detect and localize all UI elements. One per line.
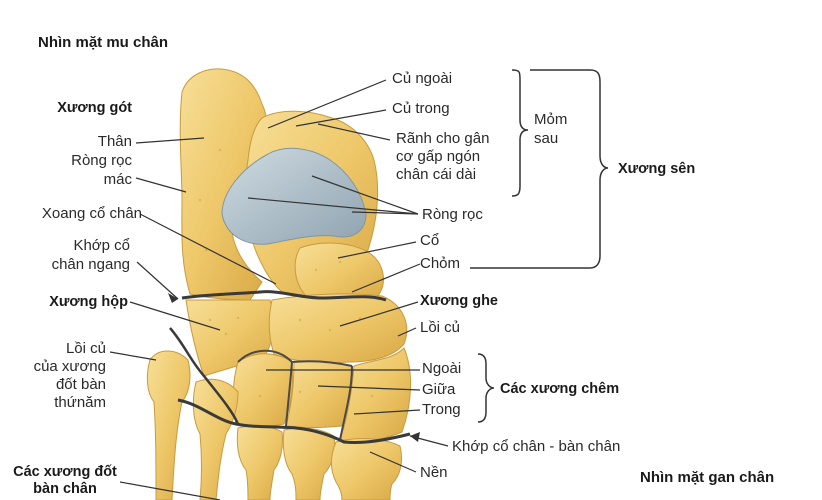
brackets [470, 69, 609, 423]
metatarsal-2 [282, 427, 335, 500]
arrowhead-transverse-joint [168, 293, 178, 303]
label-mom-sau: Mỏm sau [534, 111, 568, 147]
label-than: Thân [97, 133, 132, 150]
label-nen: Nền [420, 464, 448, 481]
metatarsal-5 [146, 350, 191, 500]
label-cac-xuong-dot-ban-chan: Các xương đốt bàn chân [13, 464, 117, 497]
label-khop-co-chan-ngang: Khớp cổ chân ngang [51, 237, 130, 273]
cuboid-joint-line [169, 327, 240, 425]
label-loi-cu: Lồi củ [420, 319, 461, 336]
intermediate-cuneiform [285, 360, 353, 428]
tarsometatarsal-joint-line [177, 398, 411, 444]
bracket-cac-xuong-chem [477, 353, 495, 423]
transverse-tarsal-joint-line [181, 290, 387, 302]
label-co: Cổ [420, 232, 440, 249]
bone-texture [198, 148, 374, 398]
label-cu-trong: Củ trong [392, 100, 450, 117]
label-xuong-sen: Xương sên [618, 161, 696, 177]
label-cac-xuong-chem: Các xương chêm [500, 381, 620, 397]
leader-lines [109, 79, 449, 500]
arrowhead-tarsometatarsal-joint [410, 432, 420, 442]
label-xuong-got: Xương gót [57, 100, 132, 116]
metatarsal-4 [192, 378, 239, 500]
label-xuong-ghe: Xương ghe [420, 293, 499, 309]
metatarsal-3 [236, 425, 283, 500]
label-ranh-cho-gan: Rãnh cho gân cơ gấp ngón chân cái dài [396, 130, 490, 183]
label-chom: Chỏm [420, 255, 461, 272]
label-trong: Trong [422, 401, 461, 418]
bracket-xuong-sen [470, 69, 609, 269]
label-rong-roc: Ròng rọc [422, 206, 483, 223]
label-giua: Giữa [422, 381, 456, 398]
label-xuong-hop: Xương hộp [49, 294, 128, 310]
bracket-mom-sau [511, 69, 529, 197]
medial-cuneiform [339, 347, 411, 442]
label-xoang-co-chan: Xoang cổ chân [41, 205, 142, 222]
label-cu-ngoai: Củ ngoài [392, 70, 453, 87]
label-loi-cu-xuong-dot-ban-thu-nam: Lồi củ của xương đốt bàn thứnăm [33, 340, 106, 411]
calcaneus-bone [179, 68, 268, 301]
label-ngoai: Ngoài [422, 360, 462, 377]
heading-plantar-view: Nhìn mặt gan chân [640, 469, 775, 486]
cuneiform-joint-lines [237, 349, 353, 441]
heading-dorsal-view: Nhìn mặt mu chân [38, 34, 169, 51]
navicular-bone [268, 293, 408, 364]
metatarsal-1 [331, 438, 403, 500]
label-rong-roc-mac: Ròng rọc mác [71, 152, 132, 188]
label-khop-co-chan-ban-chan: Khớp cổ chân - bàn chân [452, 438, 621, 455]
lateral-cuneiform [232, 353, 294, 428]
trochlea-cartilage [221, 147, 367, 245]
